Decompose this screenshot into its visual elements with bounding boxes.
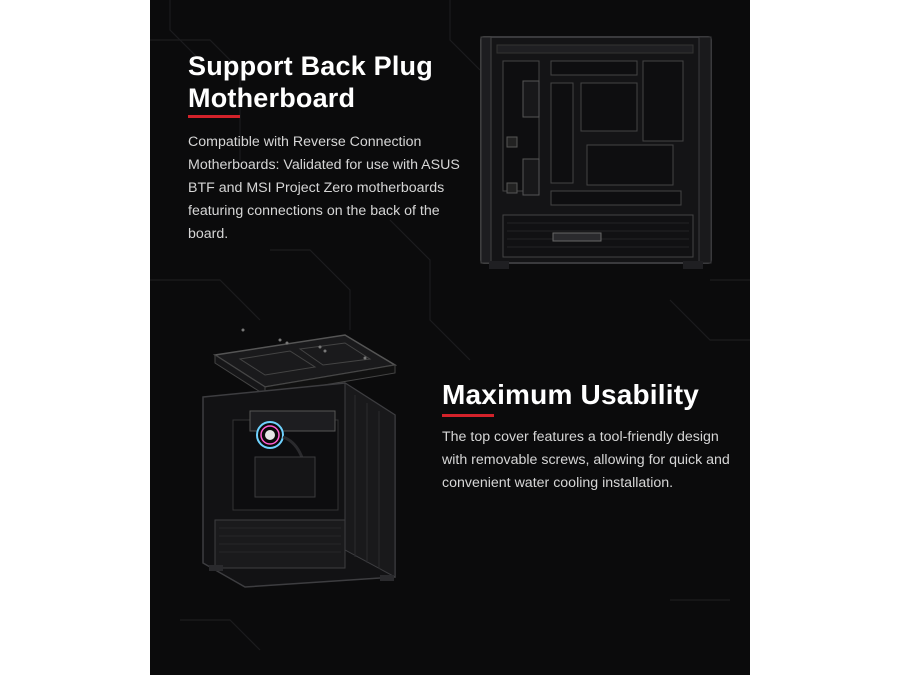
section1-accent-bar xyxy=(188,115,240,118)
case-rear-view-image xyxy=(480,36,712,269)
section1-title: Support Back Plug Motherboard xyxy=(188,51,433,113)
section1-body: Compatible with Reverse Connection Mothe… xyxy=(188,134,460,242)
product-feature-banner: Support Back Plug Motherboard Compatible… xyxy=(150,0,750,675)
section2-title: Maximum Usability xyxy=(442,379,700,410)
case-top-cover-image xyxy=(202,328,398,588)
section2-body: The top cover features a tool-friendly d… xyxy=(442,429,730,491)
section2-accent-bar xyxy=(442,414,494,417)
background-pattern xyxy=(150,0,750,651)
